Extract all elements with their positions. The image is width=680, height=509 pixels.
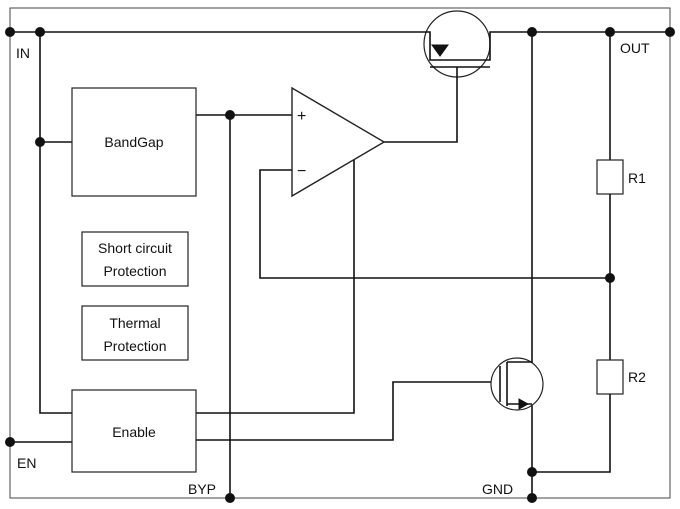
junction-dot bbox=[605, 273, 615, 283]
in-vertical-wire bbox=[39, 32, 72, 414]
pin-label-en: EN bbox=[17, 455, 36, 471]
enable-block bbox=[71, 389, 197, 473]
pin-label-byp: BYP bbox=[188, 481, 216, 497]
amp-plus-sign: + bbox=[297, 108, 306, 125]
amp-minus-sign: − bbox=[297, 163, 306, 180]
junction-dot bbox=[225, 493, 235, 503]
junction-dot bbox=[35, 27, 45, 37]
junction-dot bbox=[5, 27, 15, 37]
divider-bottom-wire bbox=[532, 394, 611, 473]
junction-dot bbox=[527, 467, 537, 477]
thermal-label-line2: Protection bbox=[103, 338, 166, 354]
r2-label: R2 bbox=[628, 369, 646, 385]
enable-label: Enable bbox=[112, 424, 156, 440]
r1-label: R1 bbox=[628, 170, 646, 186]
bandgap-label: BandGap bbox=[104, 134, 163, 150]
short-circuit-label-line1: Short circuit bbox=[98, 240, 172, 256]
bandgap-block bbox=[71, 87, 197, 197]
junction-dot bbox=[5, 437, 15, 447]
error-amplifier bbox=[291, 86, 386, 198]
junction-dot bbox=[35, 137, 45, 147]
short-circuit-label-line2: Protection bbox=[103, 263, 166, 279]
pass-pmos-transistor bbox=[384, 10, 610, 143]
junction-dot bbox=[665, 27, 675, 37]
discharge-nmos-transistor bbox=[490, 357, 544, 411]
junction-dot bbox=[225, 110, 235, 120]
enable-to-nmos-wire bbox=[196, 381, 500, 441]
feedback-wire bbox=[259, 169, 610, 279]
junction-dot bbox=[605, 27, 615, 37]
chip-outline bbox=[9, 7, 671, 499]
thermal-protection-block bbox=[81, 305, 189, 361]
amp-enable-wire bbox=[196, 160, 355, 414]
short-circuit-protection-block bbox=[81, 231, 189, 287]
pin-label-in: IN bbox=[16, 45, 30, 61]
pin-label-out: OUT bbox=[620, 40, 650, 56]
junction-dot bbox=[527, 493, 537, 503]
thermal-label-line1: Thermal bbox=[109, 315, 160, 331]
r1-resistor bbox=[596, 159, 624, 195]
junction-dot bbox=[527, 27, 537, 37]
r2-resistor bbox=[596, 359, 624, 395]
pin-label-gnd: GND bbox=[482, 481, 513, 497]
